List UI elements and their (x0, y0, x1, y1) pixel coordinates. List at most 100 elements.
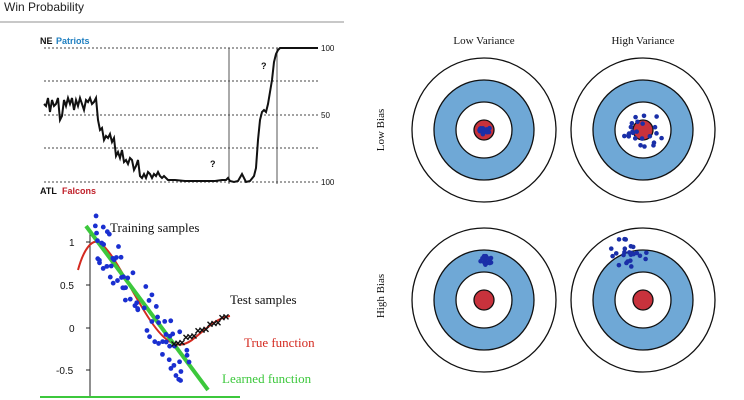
sample-dot (634, 129, 640, 134)
sample-dot (616, 237, 622, 242)
training-sample-dot (167, 343, 173, 349)
team-top-abbr: NE (40, 36, 53, 46)
training-sample-dot (104, 263, 110, 269)
sample-dot (630, 129, 635, 134)
win-probability-line (43, 47, 318, 184)
training-sample-dot (146, 298, 152, 303)
training-sample-dot (123, 285, 128, 291)
annotation: ? (261, 61, 267, 71)
team-bottom-abbr: ATL (40, 186, 57, 196)
sample-dot (654, 114, 659, 119)
target-low-bias-high-variance (570, 57, 716, 203)
sample-dot (643, 256, 648, 262)
training-sample-dot (100, 266, 106, 271)
sample-dot (659, 135, 664, 141)
sample-dot (483, 262, 488, 267)
training-sample-dot (143, 284, 149, 289)
panel-title: Win Probability (4, 0, 85, 14)
training-sample-dot (171, 362, 177, 368)
sample-dot (622, 133, 627, 139)
training-sample-dot (93, 213, 99, 219)
test-sample-mark (203, 326, 209, 333)
training-sample-dot (178, 378, 183, 383)
y-tick-label: 0 (69, 324, 75, 335)
training-sample-dot (100, 224, 106, 230)
training-sample-dot (168, 366, 174, 371)
sample-dot (628, 243, 634, 249)
sample-dot (629, 120, 635, 126)
sample-dot (635, 119, 640, 125)
sample-dot (616, 262, 622, 268)
team-top-name: Patriots (56, 36, 90, 46)
win-probability-header: Win Probability (0, 0, 344, 24)
training-sample-dot (178, 369, 184, 374)
training-sample-dot (135, 306, 141, 311)
sample-dot (633, 114, 638, 120)
sample-dot (628, 124, 634, 130)
training-sample-dot (97, 260, 102, 266)
training-sample-dot (95, 238, 100, 244)
learned-function-label: Learned function (222, 371, 312, 386)
training-sample-dot (92, 223, 98, 229)
sample-dot (608, 246, 614, 251)
sample-dot (623, 237, 629, 242)
test-samples-label: Test samples (230, 292, 297, 307)
sample-dot (484, 127, 489, 132)
training-sample-dot (107, 274, 113, 280)
target-bullseye (473, 289, 495, 311)
training-sample-dot (144, 328, 150, 333)
training-sample-dot (163, 332, 169, 337)
training-sample-dot (125, 275, 131, 281)
sample-dot (610, 253, 615, 259)
training-sample-dot (130, 270, 136, 276)
training-sample-dot (163, 339, 169, 345)
training-sample-dot (118, 254, 124, 260)
sample-dot (640, 121, 645, 126)
target-high-bias-high-variance (570, 227, 716, 373)
test-sample-mark (179, 339, 185, 346)
training-sample-dot (177, 329, 183, 335)
test-sample-mark (223, 313, 229, 320)
training-sample-dot (166, 357, 172, 363)
sample-dot (644, 250, 649, 256)
training-sample-dot (162, 319, 168, 324)
training-sample-dot (156, 320, 162, 325)
sample-dot (626, 131, 632, 136)
y-tick-label: 100 (321, 178, 335, 187)
training-sample-dot (152, 339, 158, 345)
sample-dot (621, 252, 626, 258)
training-sample-dot (94, 230, 99, 236)
training-sample-dot (99, 240, 105, 246)
y-tick-label: 1 (69, 238, 75, 249)
true-function-label: True function (244, 335, 315, 350)
sample-dot (642, 144, 647, 149)
y-tick-label: 0.5 (60, 281, 74, 292)
sample-dot (480, 255, 485, 261)
annotation: ? (210, 159, 216, 169)
sample-dot (641, 113, 647, 119)
sample-dot (651, 140, 657, 146)
col-label-high-variance: High Variance (611, 35, 674, 47)
bias-variance-diagram: Low Variance High Variance Low Bias High… (375, 35, 716, 373)
training-sample-dot (127, 296, 133, 302)
win-probability-chart: NE Patriots ATL Falcons 100 50 100 ? ? (40, 36, 335, 196)
training-sample-dot (168, 318, 174, 324)
training-sample-dot (121, 274, 126, 280)
sample-dot (477, 126, 483, 132)
row-label-low-bias: Low Bias (375, 109, 387, 151)
training-sample-dot (149, 319, 155, 324)
sample-dot (613, 251, 619, 256)
sample-dot (625, 259, 630, 264)
test-sample-mark (191, 333, 197, 339)
training-sample-dot (147, 334, 152, 340)
team-bottom-name: Falcons (62, 186, 96, 196)
training-sample-dot (141, 305, 147, 311)
sample-dot (638, 142, 643, 148)
training-sample-dot (113, 255, 119, 260)
training-sample-dot (184, 352, 190, 358)
target-bullseye (632, 289, 654, 311)
training-sample-dot (95, 256, 101, 262)
sample-dot (639, 136, 645, 141)
sample-dot (627, 250, 632, 255)
target-low-bias-low-variance (411, 57, 557, 203)
